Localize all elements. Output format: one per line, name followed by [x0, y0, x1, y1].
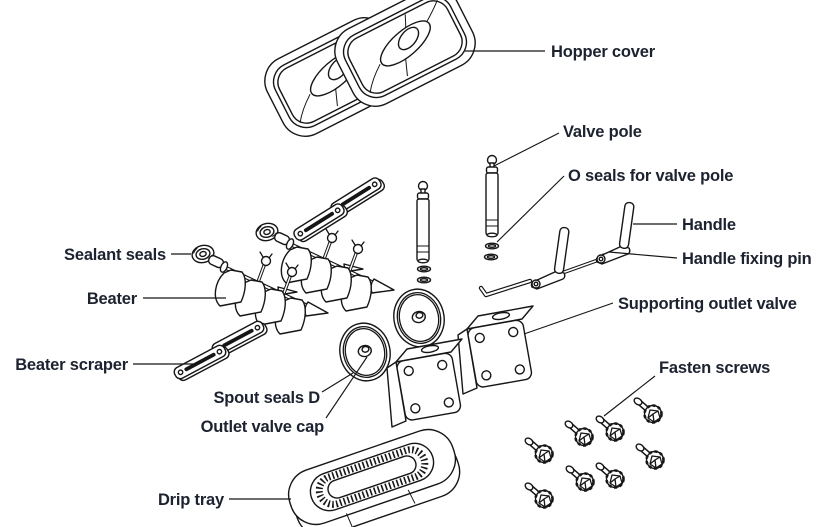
supporting-outlet-valve — [457, 305, 534, 395]
leader-spout-seals-d — [321, 372, 354, 393]
label-valve-pole: Valve pole — [563, 123, 642, 141]
hex-key — [478, 278, 533, 298]
fasten-screw — [524, 482, 553, 508]
spout-seal-left — [333, 317, 397, 387]
label-beater: Beater — [87, 290, 138, 308]
label-drip-tray: Drip tray — [158, 491, 225, 509]
label-supporting-outlet-valve: Supporting outlet valve — [618, 295, 797, 313]
outlet-valve-body — [386, 338, 463, 428]
label-handle-fixing-pin: Handle fixing pin — [682, 250, 812, 268]
drip-tray — [287, 428, 461, 527]
label-beater-scraper: Beater scraper — [15, 356, 129, 374]
fasten-screw — [595, 462, 624, 488]
spout-seal-right — [387, 283, 451, 353]
label-fasten-screws: Fasten screws — [659, 359, 770, 377]
handle-right — [595, 201, 636, 265]
label-sealant-seals: Sealant seals — [64, 246, 166, 264]
leader-fasten-screws — [603, 375, 656, 417]
beater-scraper — [291, 200, 350, 246]
fasten-screw — [565, 465, 594, 491]
fasten-screw — [633, 397, 662, 423]
o-seal-ring — [483, 253, 499, 261]
label-spout-seals-d: Spout seals D — [213, 389, 320, 407]
label-handle: Handle — [682, 216, 736, 234]
label-hopper-cover: Hopper cover — [551, 43, 656, 61]
valve-pole-left — [416, 180, 430, 264]
fasten-screw — [635, 443, 664, 469]
leader-valve-pole — [493, 132, 560, 167]
o-seal-ring — [416, 276, 432, 284]
fasten-screw — [564, 420, 593, 446]
o-seal-ring — [484, 242, 500, 250]
label-outlet-valve-cap: Outlet valve cap — [201, 418, 324, 436]
leader-o-seals — [496, 175, 565, 243]
fasten-screw — [524, 437, 553, 463]
leader-lines — [133, 50, 678, 500]
beater-scraper — [171, 341, 232, 384]
leader-supporting-outlet-valve — [523, 302, 614, 335]
labels: Hopper cover Valve pole O seals for valv… — [15, 43, 812, 509]
o-seal-ring — [416, 265, 432, 273]
leader-outlet-valve-cap — [325, 356, 368, 419]
handle-left — [530, 226, 571, 290]
valve-pole-right — [485, 154, 499, 238]
label-o-seals-for-valve-pole: O seals for valve pole — [568, 167, 733, 185]
leader-handle-fixing-pin — [608, 251, 678, 259]
fasten-screw — [595, 415, 624, 441]
